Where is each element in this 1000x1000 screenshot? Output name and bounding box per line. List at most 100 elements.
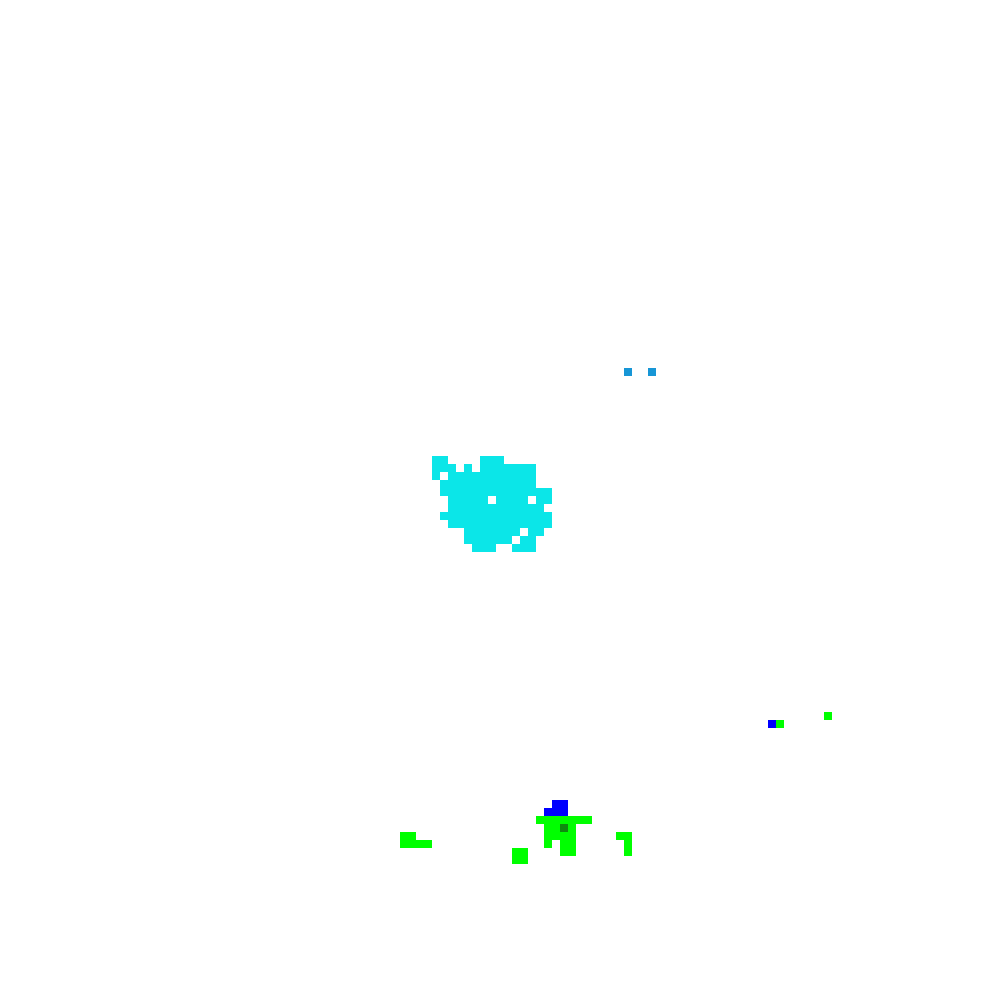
blue-marker[interactable]	[624, 368, 656, 376]
pixel-cell[interactable]	[560, 816, 568, 824]
pixel-cell[interactable]	[552, 832, 560, 840]
pixel-cell[interactable]	[528, 472, 536, 480]
pixel-cell[interactable]	[536, 520, 544, 528]
pixel-cell[interactable]	[520, 464, 528, 472]
pixel-cell[interactable]	[552, 808, 560, 816]
pixel-cell[interactable]	[512, 496, 520, 504]
cyan-cluster[interactable]	[432, 456, 552, 552]
pixel-cell[interactable]	[624, 840, 632, 848]
pixel-cell[interactable]	[496, 480, 504, 488]
pixel-cell[interactable]	[496, 504, 504, 512]
pixel-cell[interactable]	[448, 520, 456, 528]
pixel-cell[interactable]	[464, 496, 472, 504]
pixel-cell[interactable]	[504, 464, 512, 472]
pixel-cell[interactable]	[488, 544, 496, 552]
pixel-cell[interactable]	[440, 512, 448, 520]
pixel-cell[interactable]	[448, 480, 456, 488]
pixel-cell[interactable]	[432, 464, 440, 472]
pixel-cell[interactable]	[448, 512, 456, 520]
pixel-cell[interactable]	[520, 848, 528, 856]
pixel-cell[interactable]	[512, 520, 520, 528]
pixel-cell[interactable]	[488, 456, 496, 464]
pixel-cell[interactable]	[448, 496, 456, 504]
pixel-cell[interactable]	[520, 480, 528, 488]
pixel-cell[interactable]	[472, 536, 480, 544]
pixel-cell[interactable]	[400, 832, 408, 840]
pixel-cell[interactable]	[768, 720, 776, 728]
pixel-cell[interactable]	[480, 520, 488, 528]
pixel-cell[interactable]	[432, 472, 440, 480]
pixel-cell[interactable]	[480, 544, 488, 552]
pixel-cell[interactable]	[528, 504, 536, 512]
pixel-cell[interactable]	[616, 832, 624, 840]
pixel-cell[interactable]	[536, 512, 544, 520]
pixel-cell[interactable]	[504, 528, 512, 536]
pixel-cell[interactable]	[584, 816, 592, 824]
pixel-cell[interactable]	[528, 480, 536, 488]
pixel-cell[interactable]	[456, 504, 464, 512]
pixel-cell[interactable]	[464, 472, 472, 480]
pixel-cell[interactable]	[536, 504, 544, 512]
pixel-cell[interactable]	[480, 504, 488, 512]
pixel-cell[interactable]	[448, 504, 456, 512]
pixel-cell[interactable]	[496, 464, 504, 472]
pixel-cell[interactable]	[464, 480, 472, 488]
pixel-cell[interactable]	[472, 520, 480, 528]
pixel-cell[interactable]	[448, 488, 456, 496]
pixel-cell[interactable]	[440, 464, 448, 472]
pixel-cell[interactable]	[504, 496, 512, 504]
pixel-cell[interactable]	[544, 840, 552, 848]
pixel-cell[interactable]	[504, 480, 512, 488]
pixel-cell[interactable]	[496, 488, 504, 496]
pixel-cell[interactable]	[520, 536, 528, 544]
pixel-cell[interactable]	[440, 456, 448, 464]
pixel-cell[interactable]	[520, 488, 528, 496]
pixel-cell[interactable]	[488, 488, 496, 496]
pixel-cell[interactable]	[488, 472, 496, 480]
pixel-cell[interactable]	[488, 512, 496, 520]
pixel-cell[interactable]	[544, 496, 552, 504]
pixel-cell[interactable]	[512, 480, 520, 488]
pixel-cell[interactable]	[496, 512, 504, 520]
pixel-cell[interactable]	[624, 368, 632, 376]
pixel-cell[interactable]	[480, 488, 488, 496]
pixel-cell[interactable]	[504, 504, 512, 512]
pixel-cell[interactable]	[464, 520, 472, 528]
pixel-cell[interactable]	[528, 512, 536, 520]
pixel-cell[interactable]	[480, 496, 488, 504]
pixel-cell[interactable]	[568, 816, 576, 824]
pixel-cell[interactable]	[536, 496, 544, 504]
pixel-cell[interactable]	[456, 496, 464, 504]
pixel-cell[interactable]	[536, 528, 544, 536]
pixel-cell[interactable]	[560, 848, 568, 856]
pixel-cell[interactable]	[824, 712, 832, 720]
pixel-cell[interactable]	[520, 472, 528, 480]
pixel-cell[interactable]	[528, 536, 536, 544]
pixel-cell[interactable]	[472, 528, 480, 536]
pixel-cell[interactable]	[560, 800, 568, 808]
pixel-cell[interactable]	[464, 528, 472, 536]
pixel-cell[interactable]	[528, 544, 536, 552]
pixel-cell[interactable]	[536, 488, 544, 496]
pixel-cell[interactable]	[472, 480, 480, 488]
pixel-cell[interactable]	[480, 512, 488, 520]
pixel-cell[interactable]	[512, 488, 520, 496]
pixel-cell[interactable]	[776, 720, 784, 728]
pixel-cell[interactable]	[544, 816, 552, 824]
pixel-cell[interactable]	[456, 480, 464, 488]
pixel-cell[interactable]	[464, 536, 472, 544]
pixel-cell[interactable]	[512, 472, 520, 480]
pixel-cell[interactable]	[544, 512, 552, 520]
pixel-cell[interactable]	[560, 824, 568, 832]
pixel-cell[interactable]	[552, 800, 560, 808]
pixel-cell[interactable]	[624, 848, 632, 856]
pixel-cell[interactable]	[504, 536, 512, 544]
pixel-cell[interactable]	[488, 464, 496, 472]
pixel-cell[interactable]	[464, 512, 472, 520]
pixel-cell[interactable]	[472, 472, 480, 480]
pixel-cell[interactable]	[496, 496, 504, 504]
pixel-cell[interactable]	[512, 504, 520, 512]
pixel-cell[interactable]	[448, 472, 456, 480]
pixel-cell[interactable]	[560, 832, 568, 840]
